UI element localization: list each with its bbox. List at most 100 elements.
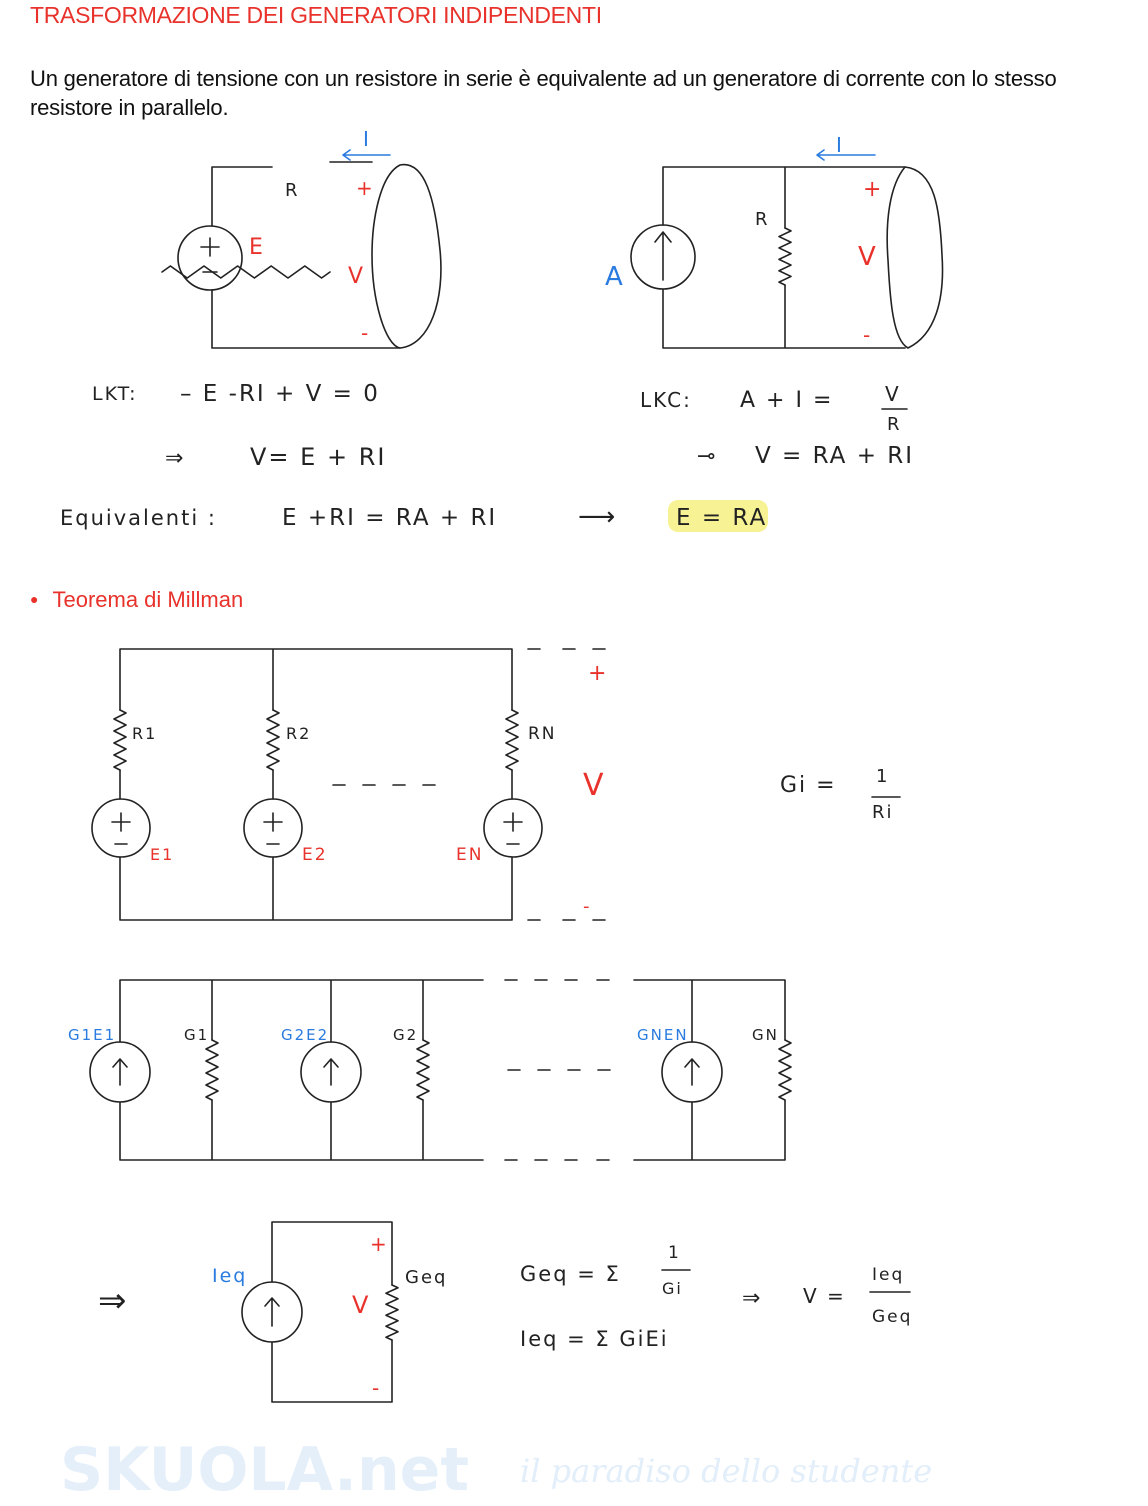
- circuit-current-source-parallel: I A R + V -: [605, 133, 944, 349]
- wire: [119, 648, 513, 921]
- diagram-label: V= E + RI: [250, 443, 386, 471]
- source-circle-icon: [89, 1041, 151, 1103]
- watermark-logo: SKUOLA.net il paradiso dello studente: [60, 1435, 932, 1505]
- diagram-label: R1: [132, 724, 157, 743]
- diagram-label: R: [755, 209, 770, 230]
- diagram-label: LKC:: [640, 388, 692, 412]
- watermark-tagline: il paradiso dello studente: [520, 1452, 932, 1490]
- diagram-label: V = RA + RI: [755, 443, 914, 469]
- circuit-voltage-source-series: R I + E V -: [161, 127, 442, 349]
- diagram-label: R2: [286, 724, 311, 743]
- wire: [323, 1058, 339, 1086]
- intro-paragraph: Un generatore di tensione con un resisto…: [30, 66, 1057, 120]
- voltage-source-2: [243, 798, 303, 858]
- diagram-label: -: [361, 321, 370, 345]
- page-title: TRASFORMAZIONE DEI GENERATORI INDIPENDEN…: [30, 2, 602, 28]
- millman-circuit-voltage-sources: R1 R2 RN E1 E2 EN + V - Gi = 1 Ri: [91, 648, 901, 921]
- wire: [112, 1058, 128, 1086]
- voltage-source-1: [91, 798, 151, 858]
- diagram-label: Geq: [872, 1307, 912, 1327]
- diagram-label: Ieq: [872, 1265, 904, 1285]
- diagram-label: V: [583, 768, 606, 803]
- diagram-label: A + I =: [740, 388, 833, 413]
- diagram-label: GN: [752, 1026, 779, 1044]
- source-circle-icon: [243, 798, 303, 858]
- wire: [211, 161, 401, 349]
- diagram-label: V: [885, 382, 901, 406]
- diagram-label: Equivalenti :: [60, 506, 217, 530]
- diagram-label: E: [249, 235, 265, 260]
- wire: [654, 231, 672, 281]
- wire: [886, 166, 944, 349]
- diagram-label: Ieq = Σ GiEi: [520, 1327, 669, 1351]
- bullet-icon: ●: [30, 591, 39, 607]
- resistor-icon: [113, 709, 127, 771]
- current-source-n: [661, 1041, 723, 1103]
- diagram-label: V: [858, 242, 878, 272]
- diagram-label: V: [348, 264, 365, 289]
- diagram-label: LKT:: [92, 383, 138, 405]
- diagram-label: G2E2: [281, 1026, 329, 1044]
- wire: [332, 648, 606, 921]
- diagram-label: ⇒: [98, 1281, 129, 1321]
- wire: [271, 1221, 393, 1403]
- wire: [342, 149, 391, 161]
- resistor-r: [161, 265, 331, 279]
- diagram-label: V: [352, 1291, 370, 1319]
- wire: [200, 237, 220, 273]
- diagram-label: – E -RI + V = 0: [180, 381, 380, 407]
- diagram-label: ⊸: [697, 444, 717, 469]
- millman-equivalent-circuit: ⇒ Ieq Geq + V - Geq = Σ 1 Gi Ieq = Σ GiE…: [98, 1221, 912, 1403]
- source-circle-icon: [91, 798, 151, 858]
- wire: [264, 1297, 280, 1327]
- diagram-label: GNEN: [637, 1026, 689, 1044]
- diagram-label: +: [370, 1232, 389, 1256]
- diagram-label: R: [285, 180, 300, 201]
- section-heading-text: Teorema di Millman: [52, 587, 244, 612]
- resistor-icon: [385, 1284, 399, 1341]
- wire: [816, 149, 876, 161]
- diagram-label: ⇒: [165, 446, 185, 471]
- diagram-label: +: [863, 177, 883, 202]
- diagram-label: 1: [668, 1243, 681, 1263]
- wire: [504, 979, 611, 1161]
- diagram-label: -: [583, 896, 592, 917]
- voltage-source-icon: [177, 225, 243, 291]
- resistor-icon: [505, 709, 519, 771]
- resistor-icon: [266, 709, 280, 771]
- wire: [684, 1058, 700, 1086]
- diagram-label: ⇒: [742, 1286, 762, 1311]
- equations: LKT: – E -RI + V = 0 ⇒ V= E + RI LKC: A …: [60, 381, 914, 532]
- wire: [503, 812, 523, 845]
- highlight: [668, 500, 768, 532]
- voltage-source-n: [483, 798, 543, 858]
- diagram-label: Gi =: [780, 773, 837, 798]
- diagram-label: 1: [876, 766, 889, 787]
- wire: [263, 812, 283, 845]
- diagram-label: Geq: [405, 1267, 447, 1288]
- resistor-icon: [205, 1039, 219, 1101]
- current-source-icon: [630, 224, 696, 290]
- source-circle-icon: [241, 1281, 303, 1343]
- diagram-label: V =: [803, 1284, 846, 1308]
- diagram-label: -: [863, 323, 872, 347]
- diagram-label: -: [372, 1376, 381, 1400]
- diagram-label: ⟶: [578, 502, 617, 532]
- diagram-label: RN: [528, 724, 557, 744]
- diagram-label: E1: [150, 845, 174, 864]
- diagram-label: G1E1: [68, 1026, 116, 1044]
- load-blob: [371, 163, 442, 349]
- diagram-label: E +RI = RA + RI: [282, 505, 497, 531]
- wire: [119, 979, 786, 1161]
- watermark-brand: SKUOLA.net: [60, 1435, 469, 1505]
- diagram-label: EN: [456, 845, 483, 865]
- diagram-label: A: [605, 262, 625, 292]
- source-circle-icon: [300, 1041, 362, 1103]
- diagram-label: Ri: [872, 802, 894, 823]
- wire: [111, 812, 131, 845]
- diagram-label: R: [887, 414, 902, 435]
- diagram-label: I: [836, 133, 844, 157]
- resistor-icon: [416, 1039, 430, 1101]
- diagram-label: E = RA: [676, 505, 767, 531]
